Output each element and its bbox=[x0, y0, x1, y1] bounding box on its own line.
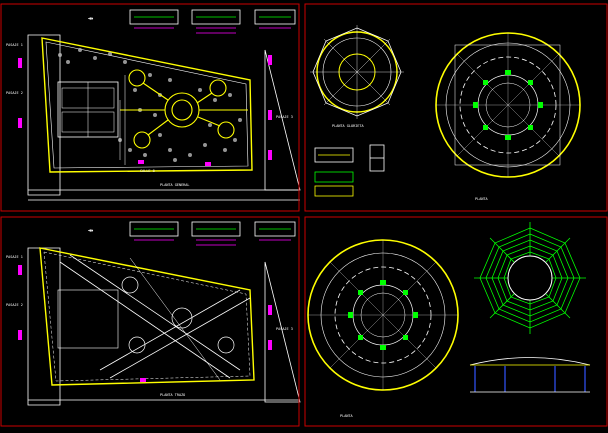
street-label-bottom: CALLE 8 bbox=[140, 169, 155, 173]
section-boxes bbox=[129, 221, 296, 246]
gazebo-small-plan bbox=[310, 25, 404, 119]
pathway-outline bbox=[119, 75, 126, 165]
dimension-marks bbox=[18, 265, 272, 382]
column-markers bbox=[348, 280, 418, 350]
plan-label: PLANTA bbox=[340, 414, 354, 418]
plan-title: PLANTA GENERAL bbox=[160, 183, 190, 187]
north-arrow: ⇸ bbox=[88, 226, 94, 236]
section-boxes bbox=[129, 9, 296, 34]
dimension-marks bbox=[18, 55, 272, 166]
site-boundary bbox=[27, 34, 301, 201]
plan-label: PLANTA bbox=[475, 197, 489, 201]
gazebo-floor-plan bbox=[307, 239, 459, 391]
sheet-top-right: PLANTA GLORIETA bbox=[310, 25, 581, 201]
section-details bbox=[314, 144, 385, 197]
column-markers bbox=[473, 70, 543, 140]
sheet-frames bbox=[0, 3, 608, 427]
vegetation bbox=[58, 48, 242, 162]
street-label-left-a: PASAJE 1 bbox=[6, 255, 23, 259]
layout-plot bbox=[39, 247, 255, 386]
park-plot bbox=[41, 37, 253, 173]
site-boundary bbox=[27, 247, 301, 406]
sheet-top-left: ⇸ bbox=[6, 9, 301, 201]
sheet-bottom-right: PLANTA bbox=[307, 222, 591, 418]
plan-title: PLANTA TRAZO bbox=[160, 393, 185, 397]
street-label-right: PASAJE 3 bbox=[276, 115, 293, 119]
gazebo-roof-plan bbox=[435, 32, 581, 178]
sheet-bottom-left: ⇸ PASAJE 1 PASAJE 2 bbox=[6, 221, 301, 406]
street-label-right: PASAJE 3 bbox=[276, 327, 293, 331]
street-label-left-b: PASAJE 2 bbox=[6, 91, 23, 95]
detail-title: PLANTA GLORIETA bbox=[332, 124, 365, 128]
street-label-left-a: PASAJE 1 bbox=[6, 43, 23, 47]
gazebo-elevation bbox=[469, 357, 591, 393]
street-label-left-b: PASAJE 2 bbox=[6, 303, 23, 307]
roof-opening bbox=[507, 255, 553, 301]
north-arrow: ⇸ bbox=[88, 14, 94, 24]
central-plaza bbox=[120, 69, 248, 149]
